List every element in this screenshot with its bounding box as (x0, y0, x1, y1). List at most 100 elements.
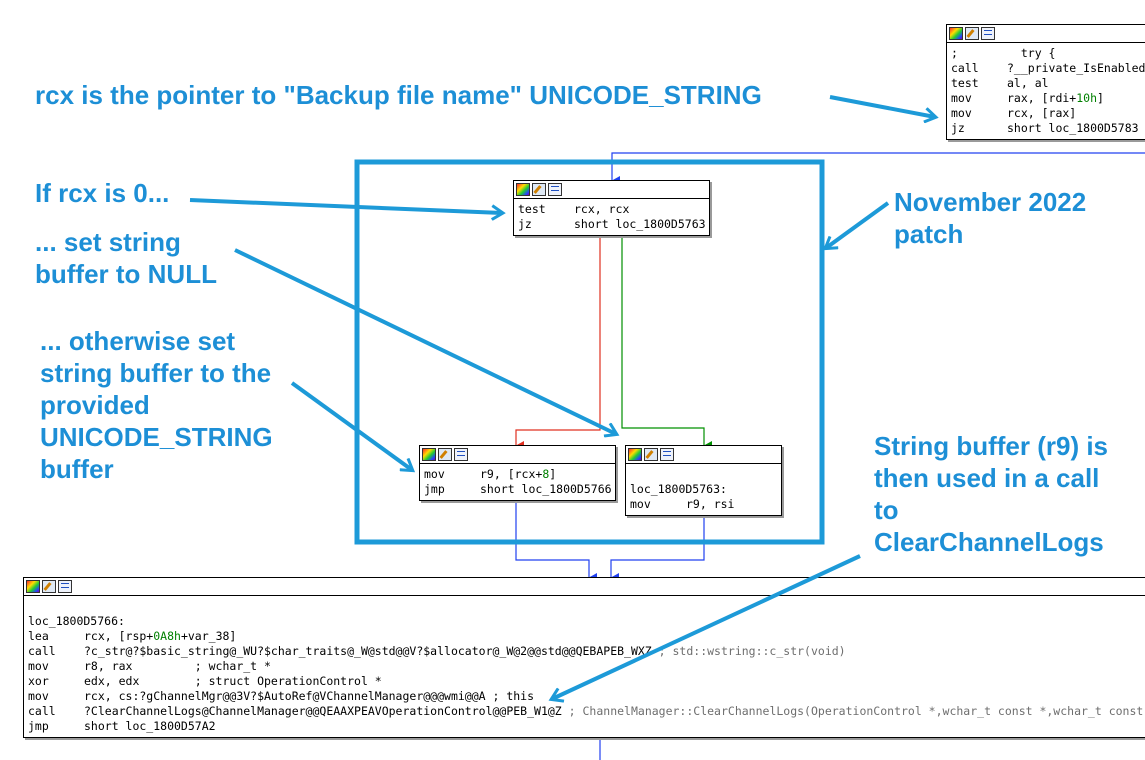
rename-icon[interactable] (644, 448, 658, 461)
rename-icon[interactable] (42, 580, 56, 593)
asm-operands: rcx, cs:?gChannelMgr@@3V?$AutoRef@VChann… (84, 689, 535, 703)
asm-operands: short loc_1800D5763 (574, 217, 706, 231)
edge-top-to-test (611, 152, 1145, 186)
asm-line[interactable]: test al, al (951, 76, 1145, 91)
annotation-otherwise: ... otherwise set string buffer to the p… (40, 326, 273, 484)
color-palette-icon[interactable] (26, 580, 40, 593)
graph-overview-icon[interactable] (660, 448, 674, 461)
asm-operands: short loc_1800D5783 (1007, 121, 1139, 135)
asm-comment: ; ChannelManager::ClearChannelLogs(Opera… (568, 704, 1144, 718)
asm-mnemonic: jmp (28, 719, 49, 733)
annotation-patch: November 2022 patch (894, 187, 1087, 249)
asm-comment: ; std::wstring::c_str(void) (651, 644, 846, 658)
asm-mnemonic: lea (28, 629, 49, 643)
asm-mnemonic: call (28, 704, 56, 718)
annotation-set-null: ... set string buffer to NULL (35, 227, 217, 289)
asm-line[interactable]: mov rcx, [rax] (951, 106, 1145, 121)
asm-label: loc_1800D5763: (630, 482, 727, 496)
asm-operands: try { (1007, 46, 1056, 60)
asm-line[interactable]: jmp short loc_1800D57A2 (28, 719, 1145, 734)
code-block-test[interactable]: test rcx, rcx jz short loc_1800D5763 (513, 180, 710, 236)
asm-line[interactable]: mov rcx, cs:?gChannelMgr@@3V?$AutoRef@VCh… (28, 689, 1145, 704)
block-code: test rcx, rcx jz short loc_1800D5763 (514, 199, 709, 235)
asm-operands: al, al (1007, 76, 1049, 90)
color-palette-icon[interactable] (949, 27, 963, 40)
asm-operands: rcx, rcx (574, 202, 630, 216)
asm-mnemonic: jmp (424, 482, 445, 496)
asm-line[interactable]: call ?__private_IsEnabled (951, 61, 1145, 76)
asm-mnemonic: call (951, 61, 979, 75)
rename-icon[interactable] (532, 183, 546, 196)
asm-line[interactable]: ; try { (951, 46, 1145, 61)
asm-operands-tail: ] (1097, 91, 1104, 105)
asm-line[interactable]: loc_1800D5766: (28, 614, 1145, 629)
block-toolbar (420, 446, 615, 464)
rename-icon[interactable] (438, 448, 452, 461)
graph-overview-icon[interactable] (981, 27, 995, 40)
asm-line[interactable]: jz short loc_1800D5763 (518, 217, 706, 232)
asm-mnemonic: mov (951, 91, 972, 105)
graph-overview-icon[interactable] (58, 580, 72, 593)
asm-line[interactable]: mov r9, [rcx+8] (424, 467, 611, 482)
asm-line[interactable] (28, 599, 1145, 614)
asm-mnemonic: jz (518, 217, 532, 231)
asm-line[interactable]: call ?c_str@?$basic_string@_WU?$char_trai… (28, 644, 1145, 659)
asm-operands: ?__private_IsEnabled (1007, 61, 1145, 75)
asm-mnemonic: call (28, 644, 56, 658)
annotation-rcx-pointer: rcx is the pointer to "Backup file name"… (35, 80, 762, 110)
asm-immediate: 8 (542, 467, 550, 481)
asm-mnemonic: mov (951, 106, 972, 120)
rename-icon[interactable] (965, 27, 979, 40)
annotation-if-rcx-zero: If rcx is 0... (35, 178, 170, 208)
graph-overview-icon[interactable] (454, 448, 468, 461)
block-toolbar (947, 25, 1145, 43)
asm-operands: r9, [rcx+ (480, 467, 543, 481)
color-palette-icon[interactable] (628, 448, 642, 461)
asm-mnemonic: test (951, 76, 979, 90)
asm-mnemonic: test (518, 202, 546, 216)
asm-immediate: 10h (1076, 91, 1098, 105)
asm-operands-tail: +var_38] (180, 629, 237, 643)
asm-operands: rcx, [rax] (1007, 106, 1077, 120)
asm-line[interactable]: call?ClearChannelLogs@ChannelManager@@QE… (28, 704, 1145, 719)
asm-mnemonic: xor (28, 674, 49, 688)
asm-line[interactable]: jz short loc_1800D5783 (951, 121, 1145, 136)
asm-label: loc_1800D5766: (28, 614, 125, 628)
asm-operands: ?c_str@?$basic_string@_WU?$char_traits@_… (84, 644, 652, 658)
asm-operands: short loc_1800D57A2 (84, 719, 216, 733)
block-toolbar (24, 578, 1145, 596)
asm-operands: rcx, [rsp+ (84, 629, 154, 643)
color-palette-icon[interactable] (516, 183, 530, 196)
asm-mnemonic: jz (951, 121, 965, 135)
color-palette-icon[interactable] (422, 448, 436, 461)
asm-mnemonic: mov (424, 467, 445, 481)
asm-line[interactable]: lea rcx, [rsp+0A8h+var_38] (28, 629, 1145, 644)
annotation-string-buffer: String buffer (r9) is then used in a cal… (874, 431, 1109, 557)
asm-line[interactable]: mov rax, [rdi+10h] (951, 91, 1145, 106)
block-toolbar (514, 181, 709, 199)
graph-overview-icon[interactable] (548, 183, 562, 196)
asm-line[interactable] (630, 467, 777, 482)
asm-line[interactable]: test rcx, rcx (518, 202, 705, 217)
asm-mnemonic: mov (28, 659, 49, 673)
asm-mnemonic: mov (630, 497, 651, 511)
asm-operands-tail: ] (549, 467, 557, 481)
asm-operands: rax, [rdi+ (1007, 91, 1077, 105)
asm-immediate: 0A8h (153, 629, 181, 643)
edge-true-branch (515, 236, 601, 451)
edge-false-branch (621, 236, 712, 451)
asm-line[interactable]: loc_1800D5763: (630, 482, 777, 497)
asm-mnemonic: mov (28, 689, 49, 703)
